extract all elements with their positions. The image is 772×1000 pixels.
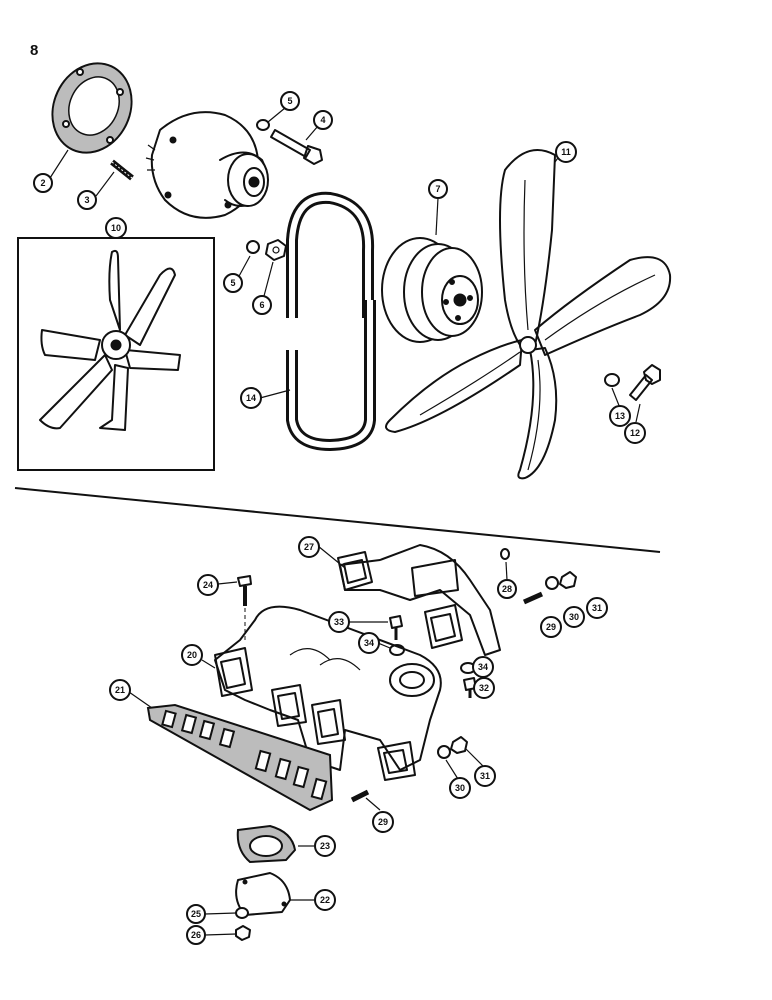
- water-pump: [145, 111, 269, 219]
- callout-13-text: 13: [615, 411, 625, 421]
- plug: [500, 548, 510, 560]
- callout-29b-text: 29: [378, 817, 388, 827]
- callout-34a: 34: [358, 632, 380, 654]
- callout-10-text: 10: [111, 223, 121, 233]
- washer-lower: [437, 745, 451, 759]
- callout-22: 22: [314, 889, 336, 911]
- callout-29a: 29: [540, 616, 562, 638]
- callout-3-text: 3: [84, 195, 89, 205]
- callout-10: 10: [105, 217, 127, 239]
- callout-26: 26: [186, 925, 206, 945]
- callout-24: 24: [197, 574, 219, 596]
- callout-28: 28: [497, 579, 517, 599]
- callout-21: 21: [109, 679, 131, 701]
- callout-4: 4: [313, 110, 333, 130]
- intake-manifold: [214, 605, 442, 781]
- callout-7: 7: [428, 179, 448, 199]
- callout-29a-text: 29: [546, 622, 556, 632]
- cover-washer: [235, 907, 249, 919]
- lockwasher-lower: [246, 240, 260, 254]
- callout-14: 14: [240, 387, 262, 409]
- washer-upper: [545, 576, 559, 590]
- callout-4-text: 4: [320, 115, 325, 125]
- callout-6: 6: [252, 295, 272, 315]
- callout-3: 3: [77, 190, 97, 210]
- manifold-bolt: [389, 615, 403, 640]
- callout-27: 27: [298, 536, 320, 558]
- pump-gasket: [51, 62, 133, 154]
- callout-34b: 34: [472, 656, 494, 678]
- callout-31a-text: 31: [592, 603, 602, 613]
- callout-21-text: 21: [115, 685, 125, 695]
- callout-25-text: 25: [191, 909, 201, 919]
- callout-5a-text: 5: [287, 96, 292, 106]
- exhaust-manifold: [337, 544, 501, 656]
- fan-lockwasher: [604, 373, 620, 387]
- callout-32-text: 32: [479, 683, 489, 693]
- stud: [110, 159, 134, 181]
- callout-26-text: 26: [191, 930, 201, 940]
- manifold-stud-upper: [522, 591, 544, 605]
- callout-34b-text: 34: [478, 662, 488, 672]
- callout-5b: 5: [223, 273, 243, 293]
- callout-31a: 31: [586, 597, 608, 619]
- callout-34a-text: 34: [364, 638, 374, 648]
- v-belt: [286, 191, 376, 452]
- callout-11: 11: [555, 141, 577, 163]
- callout-20: 20: [181, 644, 203, 666]
- nut-upper: [559, 571, 577, 589]
- cover-plate: [235, 872, 291, 916]
- callout-33: 33: [328, 611, 350, 633]
- manifold-gasket: [146, 703, 334, 812]
- callout-6-text: 6: [259, 300, 264, 310]
- fan-bolt: [629, 364, 661, 401]
- callout-2-text: 2: [40, 178, 45, 188]
- callout-28-text: 28: [502, 584, 512, 594]
- callout-31b: 31: [474, 765, 496, 787]
- callout-29b: 29: [372, 811, 394, 833]
- callout-12-text: 12: [630, 428, 640, 438]
- bolt: [270, 129, 323, 165]
- cover-gasket: [236, 824, 297, 864]
- callout-20-text: 20: [187, 650, 197, 660]
- callout-14-text: 14: [246, 393, 256, 403]
- callout-27-text: 27: [304, 542, 314, 552]
- leader-lines: [49, 107, 641, 936]
- callout-5a: 5: [280, 91, 300, 111]
- callout-32: 32: [473, 677, 495, 699]
- page-number: 8: [30, 42, 38, 59]
- inset-fan-box: [17, 237, 215, 471]
- callout-2: 2: [33, 173, 53, 193]
- callout-22-text: 22: [320, 895, 330, 905]
- callout-13: 13: [609, 405, 631, 427]
- callout-23: 23: [314, 835, 336, 857]
- fan-pulley: [381, 237, 483, 343]
- nut-lower: [450, 736, 468, 754]
- callout-25: 25: [186, 904, 206, 924]
- callout-5b-text: 5: [230, 278, 235, 288]
- callout-33-text: 33: [334, 617, 344, 627]
- section-divider: [14, 487, 661, 553]
- callout-30b-text: 30: [455, 783, 465, 793]
- callout-30a-text: 30: [569, 612, 579, 622]
- cover-nut: [235, 925, 251, 941]
- callout-11-text: 11: [561, 147, 571, 157]
- cooling-fan: [385, 149, 672, 480]
- lockwasher: [256, 119, 270, 131]
- callout-24-text: 24: [203, 580, 213, 590]
- nut: [265, 239, 287, 261]
- callout-12: 12: [624, 422, 646, 444]
- cap-screw: [237, 575, 252, 640]
- callout-31b-text: 31: [480, 771, 490, 781]
- callout-30b: 30: [449, 777, 471, 799]
- callout-7-text: 7: [435, 184, 440, 194]
- manifold-stud-lower: [350, 789, 370, 803]
- callout-23-text: 23: [320, 841, 330, 851]
- callout-30a: 30: [563, 606, 585, 628]
